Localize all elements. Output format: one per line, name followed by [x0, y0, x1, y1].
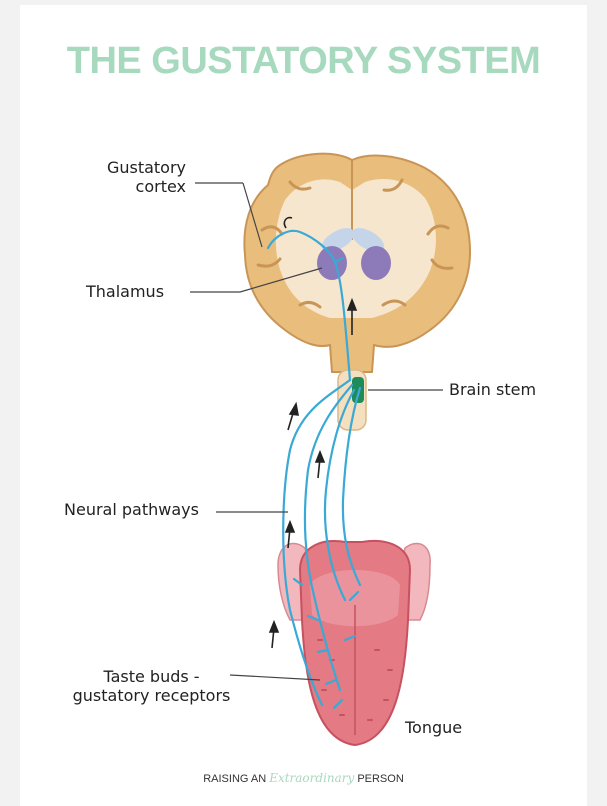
thalamus-right — [361, 246, 391, 280]
label-brain-stem: Brain stem — [449, 380, 536, 399]
brain-illustration — [244, 154, 470, 430]
label-line: gustatory receptors — [64, 686, 239, 705]
thalamus-left — [317, 246, 347, 280]
footer-script: Extraordinary — [269, 771, 354, 785]
label-line: Taste buds - — [64, 667, 239, 686]
footer-prefix: RAISING AN — [203, 773, 266, 785]
label-taste-buds: Taste buds - gustatory receptors — [64, 667, 239, 705]
label-neural-pathways: Neural pathways — [64, 500, 199, 519]
label-tongue: Tongue — [405, 718, 462, 737]
label-thalamus: Thalamus — [86, 282, 164, 301]
label-gustatory-cortex: Gustatory cortex — [70, 158, 186, 196]
label-line: cortex — [70, 177, 186, 196]
footer-suffix: PERSON — [357, 773, 403, 785]
label-line: Gustatory — [70, 158, 186, 177]
